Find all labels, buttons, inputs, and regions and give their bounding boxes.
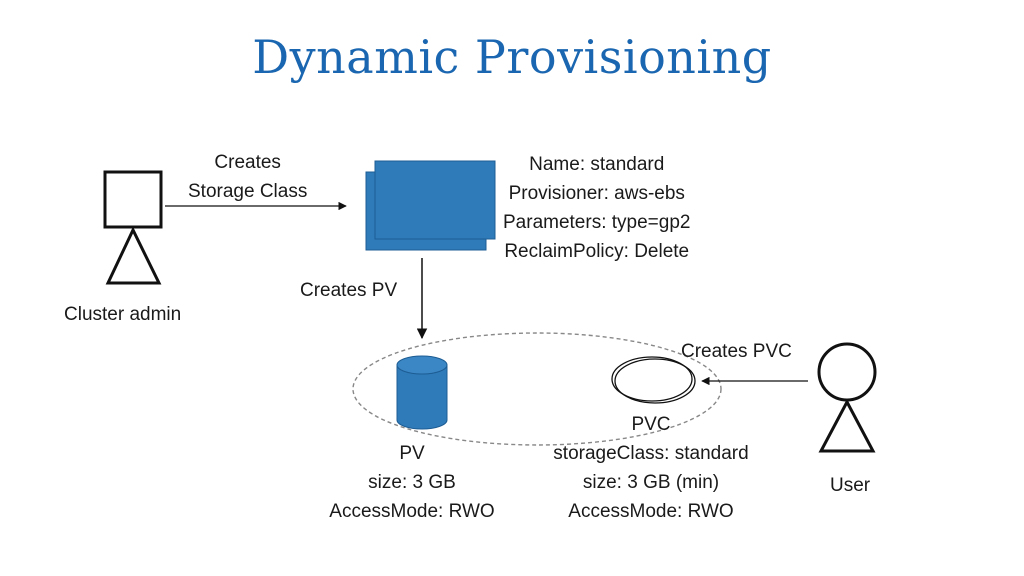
cluster-admin-label: Cluster admin [64,304,182,325]
storage-class-icon [365,160,496,251]
page-title: Dynamic Provisioning [252,30,772,84]
user-label: User [830,475,871,496]
binding-ellipse [352,332,722,446]
pv-cylinder-icon [396,355,448,430]
pvc-ring-icon [611,356,696,404]
storage-class-details: Name: standard Provisioner: aws-ebs Para… [503,154,691,262]
pvc-details: PVC storageClass: standard size: 3 GB (m… [553,414,749,522]
user-icon [817,342,877,453]
creates-pv-label: Creates PV [300,280,398,301]
creates-pvc-label: Creates PVC [681,341,792,362]
cluster-admin-icon [103,170,163,285]
pv-details: PV size: 3 GB AccessMode: RWO [329,443,495,522]
creates-storage-class-label: Creates Storage Class [188,152,308,202]
